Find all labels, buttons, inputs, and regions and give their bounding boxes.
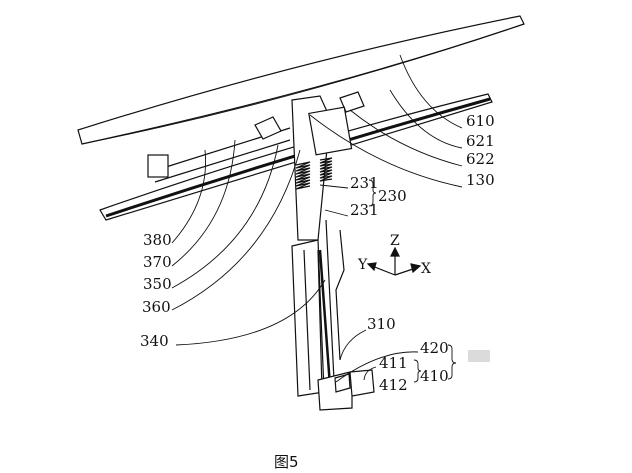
label-310: 310 [367,315,396,333]
label-622: 622 [466,150,495,168]
label-130: 130 [466,171,495,189]
axis-label-z: Z [390,233,400,249]
axis-label-y: Y [358,257,368,273]
label-410: 410 [420,367,449,385]
housing [291,239,325,397]
axis-label-x: X [421,261,431,277]
label-370: 370 [143,253,172,271]
axis-triad [366,246,422,276]
label-420: 420 [420,339,449,357]
label-231-lower: 231 [350,201,379,219]
label-411: 411 [379,354,408,372]
label-360: 360 [142,298,171,316]
base-block [317,369,375,411]
label-610: 610 [466,112,495,130]
label-412: 412 [379,376,408,394]
label-230: 230 [378,187,407,205]
label-340: 340 [140,332,169,350]
label-380: 380 [143,231,172,249]
label-231-upper: 231 [350,174,379,192]
label-621: 621 [466,132,495,150]
spring-left [295,161,311,190]
spring-right [319,157,333,182]
figure-caption: 图5 [274,453,299,471]
label-350: 350 [143,275,172,293]
